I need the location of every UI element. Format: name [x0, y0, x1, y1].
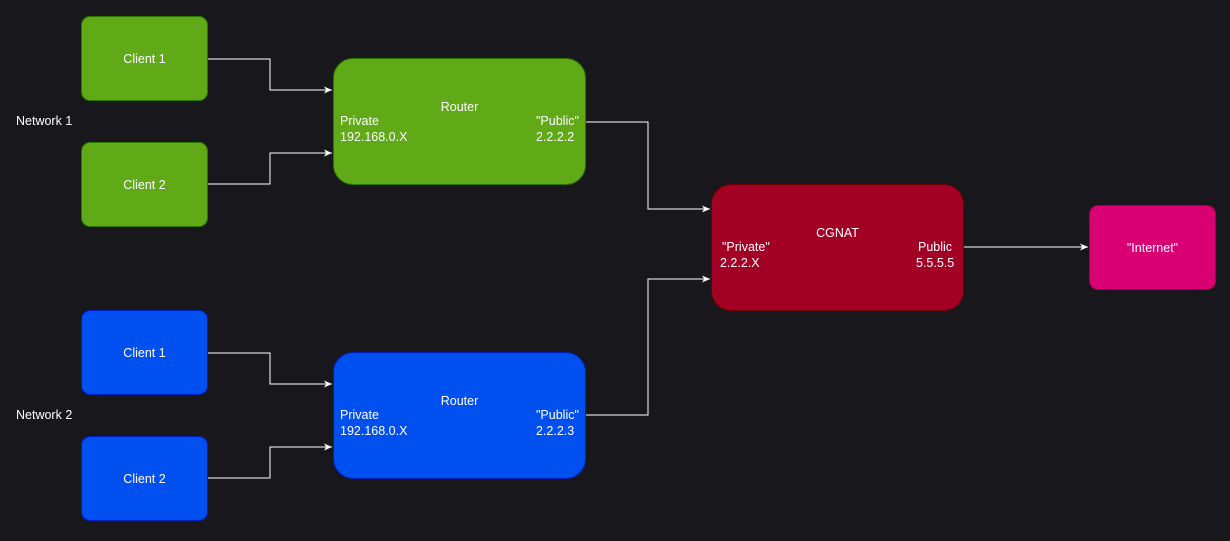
internet-node[interactable]: "Internet"	[1089, 205, 1216, 290]
network-1-client-1-label: Client 1	[123, 51, 166, 66]
network-1-router-private-address: 192.168.0.X	[340, 130, 408, 144]
edge-n1-router-to-cgnat	[586, 121, 710, 213]
network-1-router-title: Router	[440, 100, 479, 114]
network-2-router-public-address: 2.2.2.3	[536, 424, 575, 438]
network-1-router-public-address: 2.2.2.2	[536, 130, 575, 144]
cgnat-title: CGNAT	[816, 226, 859, 240]
cgnat-private-address: 2.2.2.X	[720, 256, 760, 270]
cgnat-node[interactable]: CGNAT "Private" 2.2.2.X Public 5.5.5.5	[711, 184, 964, 311]
internet-label: "Internet"	[1126, 240, 1179, 255]
cgnat-public-address: 5.5.5.5	[916, 256, 955, 270]
network-2-client-1-label: Client 1	[123, 345, 166, 360]
network-2-router-public-label: "Public"	[536, 408, 579, 422]
network-2-router-title: Router	[440, 394, 479, 408]
network-1-router-public-label: "Public"	[536, 114, 579, 128]
edge-n1-client1-to-router	[208, 58, 332, 94]
network-1-client-1-node[interactable]: Client 1	[81, 16, 208, 101]
network-1-router-private-label: Private	[340, 114, 379, 128]
network-1-label: Network 1	[16, 114, 73, 128]
network-2-router-node[interactable]: Router Private 192.168.0.X "Public" 2.2.…	[333, 352, 586, 479]
network-1-router-node[interactable]: Router Private 192.168.0.X "Public" 2.2.…	[333, 58, 586, 185]
network-2-router-private-label: Private	[340, 408, 379, 422]
network-2-client-2-label: Client 2	[123, 471, 166, 486]
network-2-router-private-address: 192.168.0.X	[340, 424, 408, 438]
edge-n1-client2-to-router	[208, 149, 332, 185]
edge-n2-client2-to-router	[208, 443, 332, 479]
network-1-client-2-label: Client 2	[123, 177, 166, 192]
network-2-client-2-node[interactable]: Client 2	[81, 436, 208, 521]
cgnat-private-label: "Private"	[722, 240, 770, 254]
network-2-client-1-node[interactable]: Client 1	[81, 310, 208, 395]
edge-n2-router-to-cgnat	[586, 275, 710, 416]
cgnat-public-label: Public	[918, 240, 953, 254]
edge-n2-client1-to-router	[208, 352, 332, 388]
network-2-label: Network 2	[16, 408, 73, 422]
network-1-client-2-node[interactable]: Client 2	[81, 142, 208, 227]
